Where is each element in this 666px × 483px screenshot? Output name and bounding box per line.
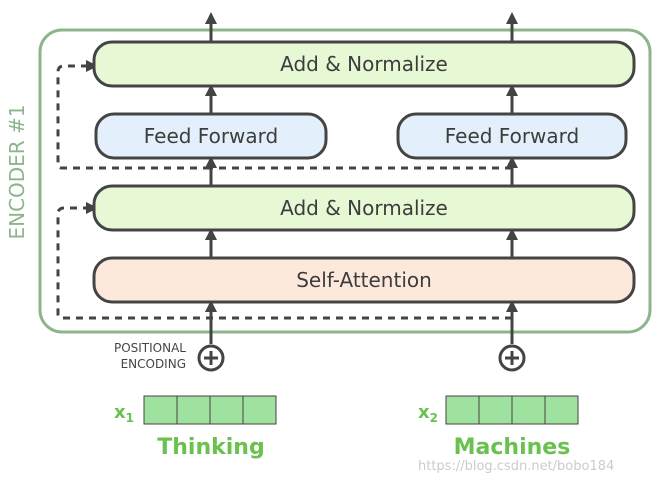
feed-forward-left-label: Feed Forward	[144, 124, 279, 148]
encoder-container	[38, 28, 652, 334]
positional-encoding-line2: ENCODING	[121, 357, 186, 371]
positional-encoding-line1: POSITIONAL	[114, 341, 186, 355]
watermark: https://blog.csdn.net/bobo184	[418, 459, 614, 474]
feed-forward-left-box	[94, 112, 328, 160]
self-attention-box	[92, 256, 636, 304]
add-normalize-top-box	[92, 40, 636, 88]
residual-path-top	[56, 60, 210, 170]
input-2-word: Machines	[454, 435, 571, 460]
input-1-label: x1	[114, 402, 134, 425]
plus-circle-right-icon	[498, 344, 526, 372]
add-normalize-top-label: Add & Normalize	[280, 52, 448, 76]
feed-forward-right-label: Feed Forward	[445, 124, 580, 148]
encoder-label: ENCODER #1	[5, 104, 29, 239]
add-normalize-bottom-box	[92, 184, 636, 232]
residual-path-bottom	[56, 202, 512, 320]
self-attention-label: Self-Attention	[296, 268, 432, 292]
input-1-word: Thinking	[157, 435, 264, 460]
input-1-vector	[143, 395, 277, 425]
input-2-label: x2	[418, 402, 438, 425]
input-2-vector	[445, 395, 579, 425]
feed-forward-right-box	[396, 112, 628, 160]
plus-circle-left-icon	[197, 344, 225, 372]
add-normalize-bottom-label: Add & Normalize	[280, 196, 448, 220]
